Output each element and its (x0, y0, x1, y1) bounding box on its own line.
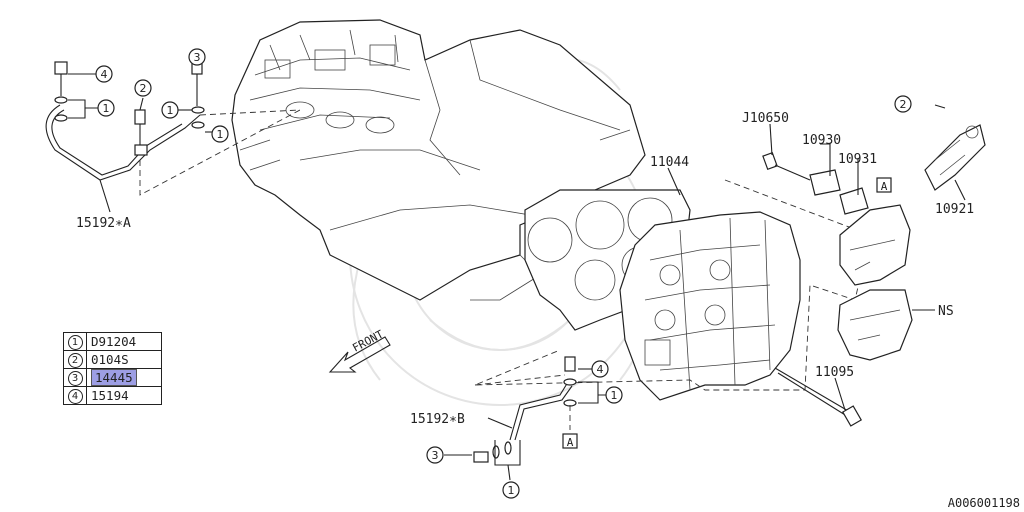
callout-4-bottom: 4 (591, 360, 609, 378)
legend-row-3: 3 14445 (63, 368, 162, 387)
callout-4-top-left: 4 (95, 65, 113, 83)
svg-text:2: 2 (900, 98, 907, 111)
callout-1-bottom: 1 (502, 481, 520, 499)
label-11095: 11095 (815, 365, 854, 380)
callout-1-top-left: 1 (97, 99, 115, 117)
ref-a-top: A (876, 177, 892, 193)
legend-number: 1 (67, 335, 83, 350)
legend-code: 0104S (91, 352, 129, 367)
oil-tube-b (473, 356, 577, 463)
callout-1-bottom-right: 1 (605, 386, 623, 404)
callout-3-top: 3 (188, 48, 206, 66)
legend-row-2: 2 0104S (63, 350, 162, 369)
legend-code: 15194 (91, 388, 129, 403)
callouts: 4 1 2 3 1 1 2 4 1 3 1 (95, 48, 912, 499)
plates (809, 169, 869, 215)
svg-text:1: 1 (508, 484, 515, 497)
callout-2-right: 2 (894, 95, 912, 113)
oil-tube-a (45, 59, 301, 196)
svg-text:2: 2 (140, 82, 147, 95)
legend-row-1: 1 D91204 (63, 332, 162, 351)
legend-row-4: 4 15194 (63, 386, 162, 405)
label-11044: 11044 (650, 155, 689, 170)
label-10931: 10931 (838, 152, 877, 167)
label-10930: 10930 (802, 133, 841, 148)
callout-3-bottom: 3 (426, 446, 444, 464)
svg-text:A: A (567, 436, 574, 449)
label-15192b: 15192∗B (410, 412, 465, 427)
svg-text:4: 4 (597, 363, 604, 376)
diagram-id: A006001198 (947, 496, 1020, 510)
cam-cap-assembly (837, 204, 913, 361)
svg-text:1: 1 (103, 102, 110, 115)
callout-1-top-mid: 1 (161, 101, 179, 119)
callout-2-top: 2 (134, 79, 152, 97)
label-ns: NS (938, 304, 954, 319)
svg-text:A: A (881, 180, 888, 193)
ref-a-bottom: A (562, 433, 578, 449)
svg-text:3: 3 (194, 51, 201, 64)
head-bolt (774, 367, 863, 427)
label-10921: 10921 (935, 202, 974, 217)
svg-text:1: 1 (611, 389, 618, 402)
callout-legend-table: 1 D91204 2 0104S 3 14445 4 15194 (63, 332, 162, 405)
svg-text:1: 1 (217, 128, 224, 141)
svg-text:4: 4 (101, 68, 108, 81)
leader-lines (68, 57, 966, 481)
legend-number: 2 (67, 353, 83, 368)
svg-text:3: 3 (432, 449, 439, 462)
oil-control-valve (924, 124, 986, 191)
callout-1-top-right: 1 (211, 125, 229, 143)
legend-number: 4 (67, 389, 83, 404)
bolt-j10650 (762, 151, 811, 181)
front-arrow: FRONT (328, 327, 391, 373)
legend-code-highlighted[interactable]: 14445 (91, 369, 137, 386)
svg-text:1: 1 (167, 104, 174, 117)
label-15192a: 15192∗A (76, 216, 131, 231)
legend-number: 3 (67, 371, 83, 386)
cylinder-head (619, 211, 801, 401)
label-j10650: J10650 (742, 111, 789, 126)
legend-code: D91204 (91, 334, 137, 349)
